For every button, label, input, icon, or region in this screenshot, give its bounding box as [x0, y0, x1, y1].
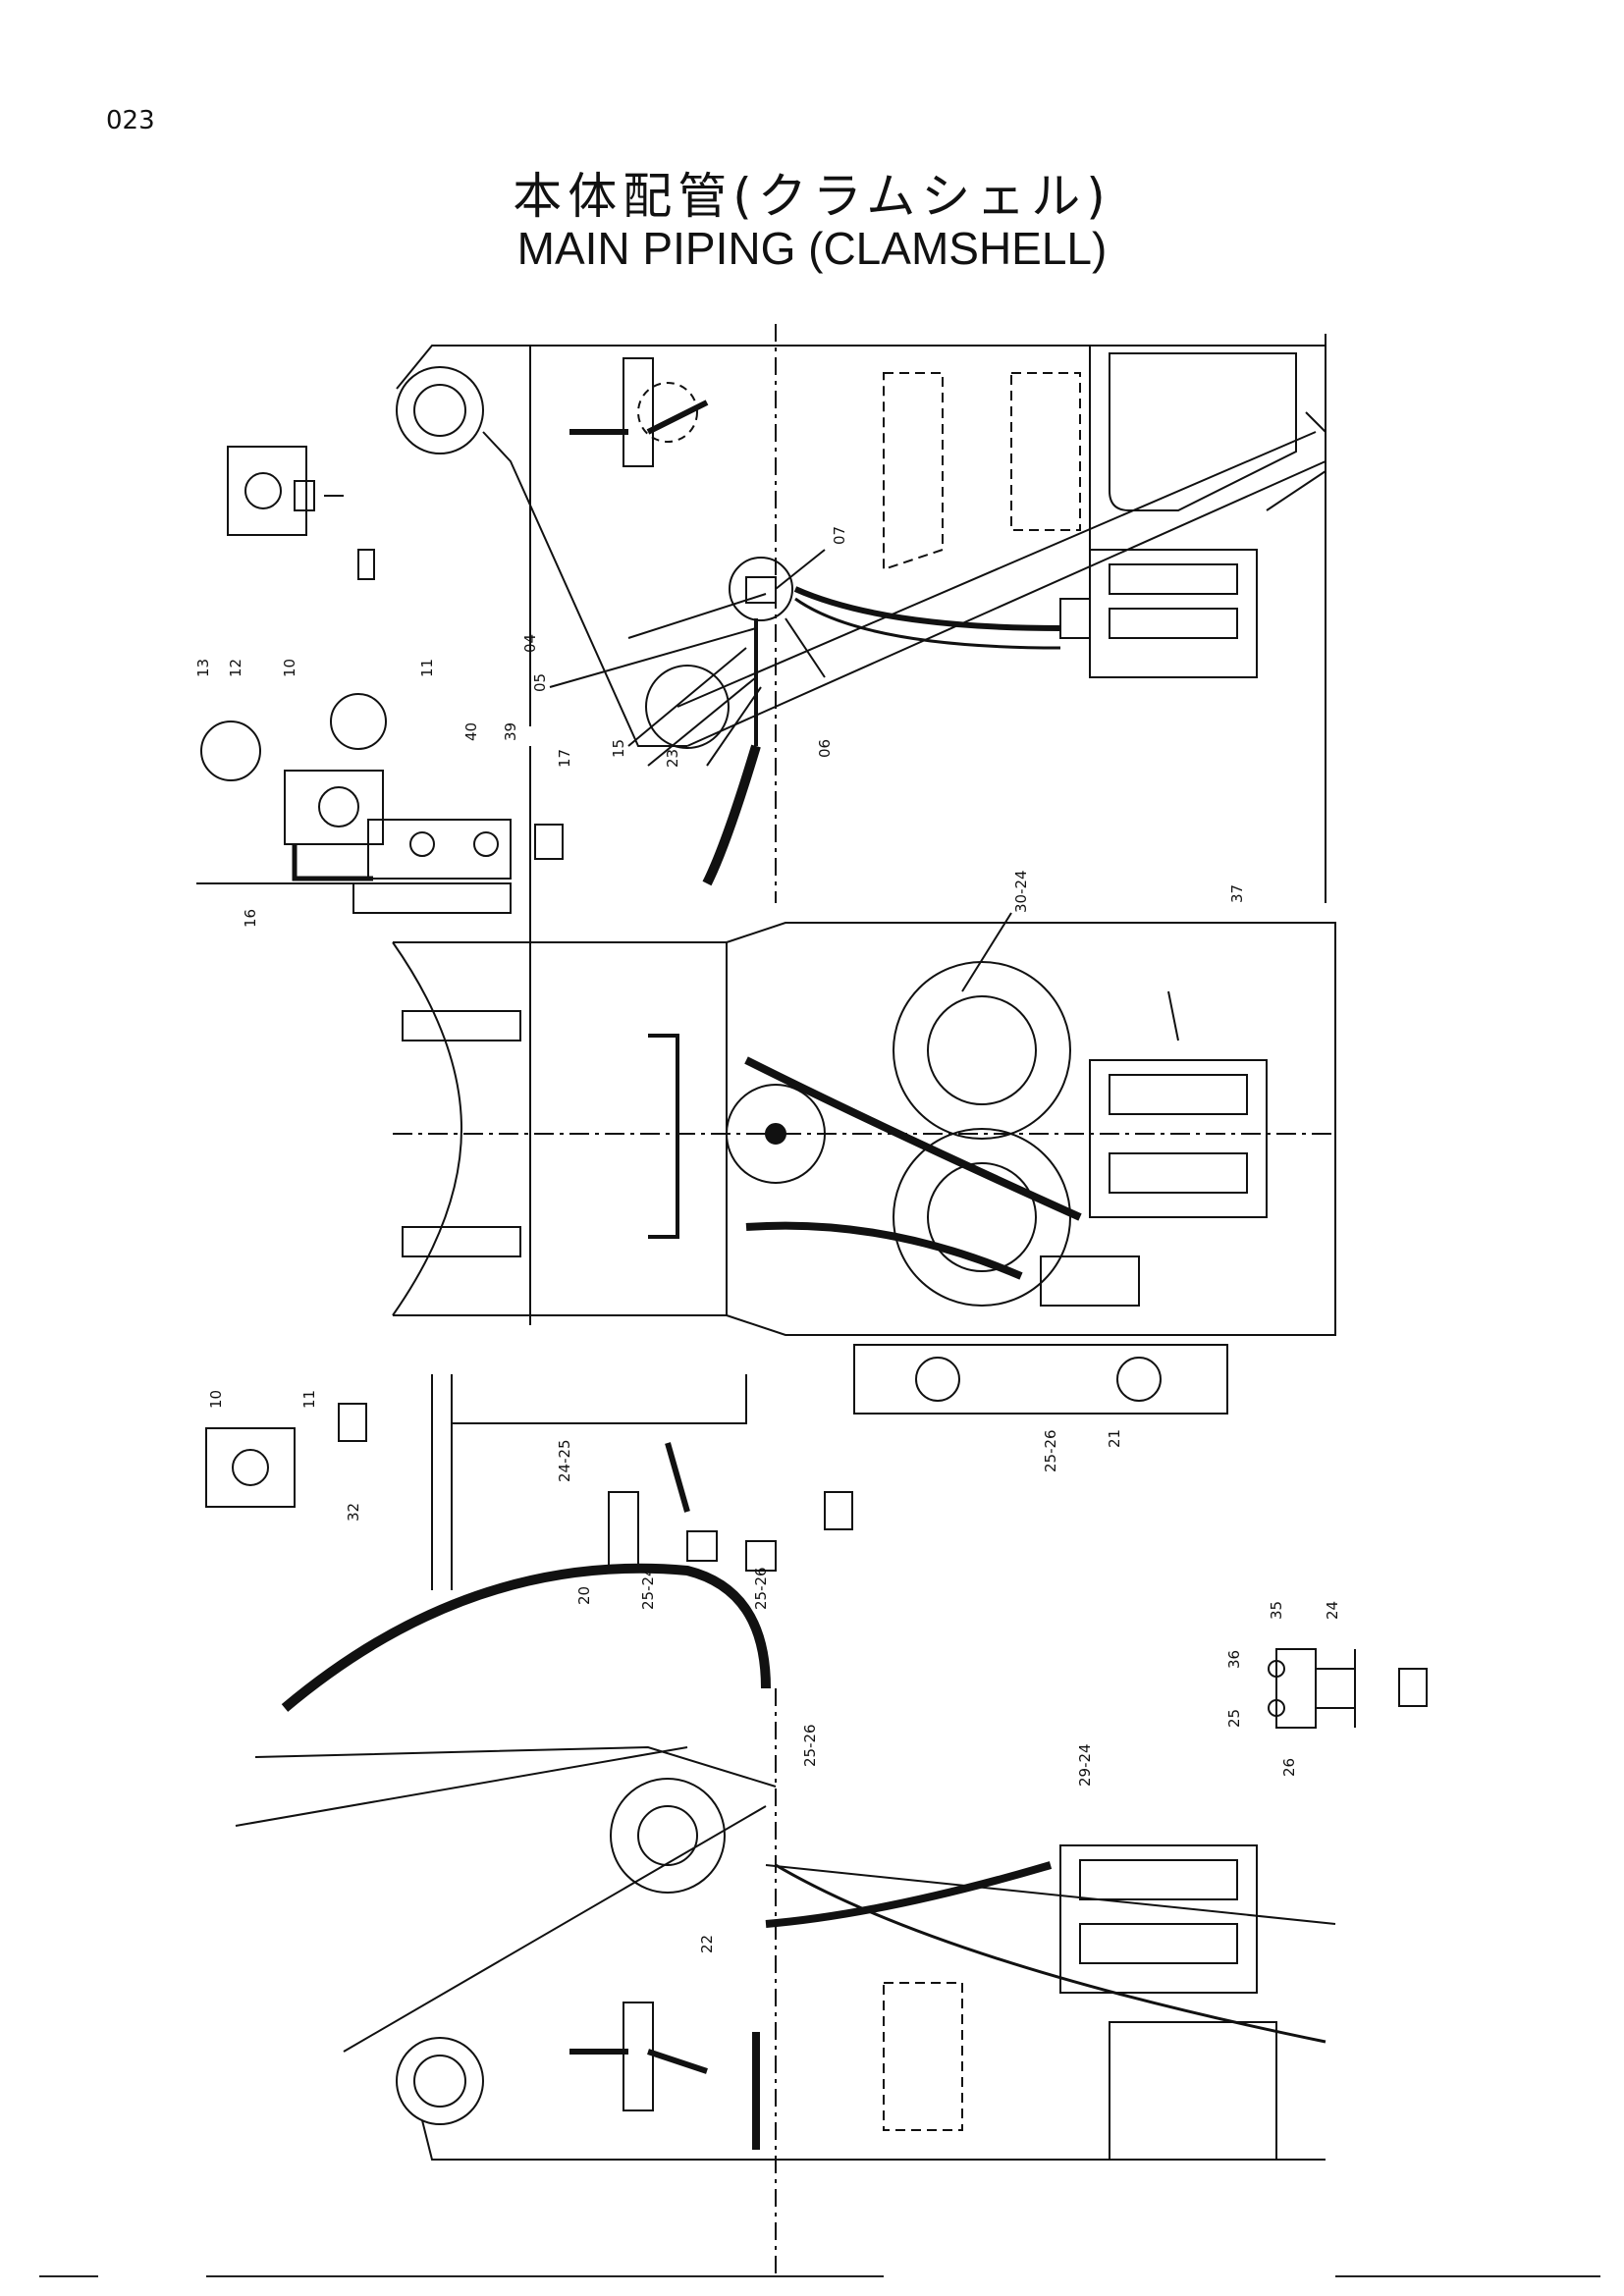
- callout-label: 16: [242, 909, 259, 928]
- callout-label: 25-24: [639, 1567, 657, 1610]
- middle-frame-view: [392, 746, 1336, 1415]
- callout-label: 20: [575, 1586, 593, 1605]
- clamp-detail-lower-left: [205, 1403, 367, 1508]
- page-title-japanese: 本体配管(クラムシェル): [513, 168, 1111, 225]
- callout-label: 11: [418, 659, 436, 677]
- callout-label: 25-26: [1042, 1429, 1059, 1472]
- callout-label: 40: [462, 722, 480, 741]
- fitting-detail-bottom-right: [1268, 1648, 1428, 1729]
- callout-label: 24-25: [556, 1439, 573, 1482]
- callout-label: 25: [1225, 1709, 1243, 1728]
- bottom-frame-view: [235, 1563, 1336, 2277]
- callout-label: 29-24: [1076, 1743, 1094, 1787]
- page-number: 023: [106, 106, 155, 135]
- callout-label: 04: [521, 634, 539, 653]
- callout-label: 07: [831, 526, 848, 545]
- callout-label: 22: [698, 1935, 716, 1953]
- callout-label: 10: [207, 1390, 225, 1409]
- callout-label: 15: [610, 739, 627, 758]
- control-valve-middle: [1089, 1059, 1268, 1218]
- boom-foot-boss-lower: [610, 1778, 726, 1894]
- footer-rule: [39, 2275, 98, 2277]
- callout-label: 05: [531, 673, 549, 692]
- lower-middle-detail: [431, 1374, 853, 1590]
- callout-label: 37: [1228, 884, 1246, 903]
- swivel-joint-top: [729, 557, 793, 621]
- callout-label: 17: [556, 749, 573, 768]
- callout-label: 25-26: [752, 1567, 770, 1610]
- callouts-lower-right: 25-26 21: [1042, 1429, 1123, 1472]
- callouts-top: 07 04 05 17 15 23 06: [521, 526, 848, 768]
- callout-label: 30-24: [1012, 870, 1030, 913]
- callout-label: 06: [816, 739, 834, 758]
- callouts-bottom-right-detail: 35 24 36 25 26: [1225, 1601, 1341, 1777]
- callouts-left-detail: 13 12 10 11 40 39 16: [194, 659, 519, 928]
- top-frame-view: [396, 324, 1326, 903]
- callouts-lower-middle: 24-25 32 20 25-24 25-26: [345, 1439, 770, 1610]
- callout-label: 10: [281, 659, 298, 677]
- callout-label: 11: [300, 1390, 318, 1409]
- footer-rule: [1335, 2275, 1600, 2277]
- callout-label: 13: [194, 659, 212, 677]
- control-valve-bottom: [1059, 1844, 1258, 1994]
- callout-label: 36: [1225, 1650, 1243, 1669]
- callout-label: 21: [1106, 1429, 1123, 1448]
- callout-label: 35: [1268, 1601, 1285, 1620]
- callout-label: 32: [345, 1503, 362, 1522]
- swivel-detail-small: [227, 446, 375, 580]
- callouts-bottom: 25-26 29-24 22: [698, 1724, 1094, 1953]
- clamp-detail-left: [196, 693, 564, 914]
- callout-label: 12: [227, 659, 244, 677]
- swing-motor-lower: [893, 1128, 1071, 1307]
- callout-label: 26: [1280, 1758, 1298, 1777]
- callout-label: 24: [1324, 1601, 1341, 1620]
- boom-foot-boss-outer: [396, 366, 484, 454]
- page-title-english: MAIN PIPING (CLAMSHELL): [516, 223, 1108, 274]
- control-valve-top: [1089, 549, 1258, 678]
- swing-motor-upper: [893, 961, 1071, 1140]
- footer-rule: [206, 2275, 884, 2277]
- callout-label: 25-26: [801, 1724, 819, 1767]
- callouts-middle: 30-24 37: [1012, 870, 1246, 913]
- boom-foot-boss-inner: [413, 384, 466, 437]
- callout-label: 23: [664, 749, 681, 768]
- callouts-lower-left-detail: 10 11: [207, 1390, 318, 1409]
- callout-label: 39: [502, 722, 519, 741]
